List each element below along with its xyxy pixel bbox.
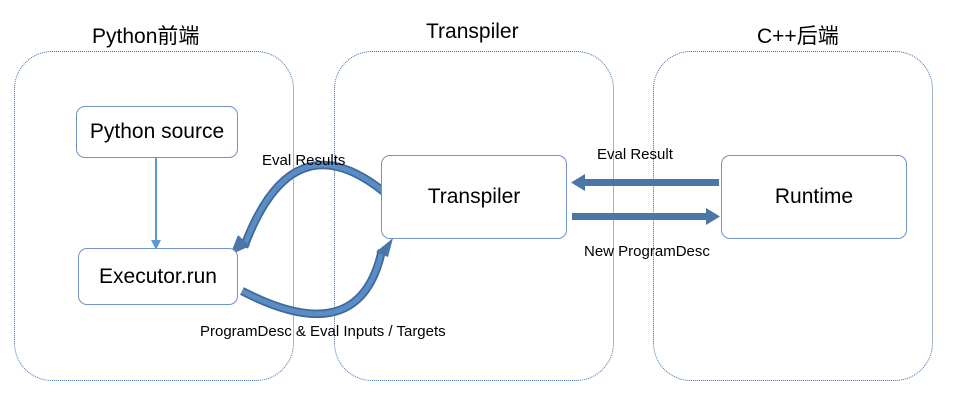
transpiler-label: Transpiler [427,185,521,208]
programdesc-curved-arrow [240,238,393,318]
transpiler-box: Transpiler [381,155,567,239]
programdesc-inputs-label: ProgramDesc & Eval Inputs / Targets [200,323,446,340]
python-source-box: Python source [76,106,238,158]
executor-run-label: Executor.run [99,264,217,288]
new-programdesc-label: New ProgramDesc [584,243,710,260]
transpiler-column-title: Transpiler [426,20,519,43]
runtime-box: Runtime [721,155,907,239]
new-programdesc-arrow [572,208,720,225]
python-column-title: Python前端 [92,25,200,48]
cpp-column-title: C++后端 [757,25,839,48]
eval-results-curved-arrow [230,160,387,255]
eval-results-label: Eval Results [262,152,346,169]
eval-result-label: Eval Result [597,146,673,163]
runtime-label: Runtime [774,185,854,208]
python-source-label: Python source [89,120,225,143]
executor-run-box: Executor.run [78,248,238,305]
eval-result-arrow [571,174,719,191]
python-frontend-region [14,51,294,381]
